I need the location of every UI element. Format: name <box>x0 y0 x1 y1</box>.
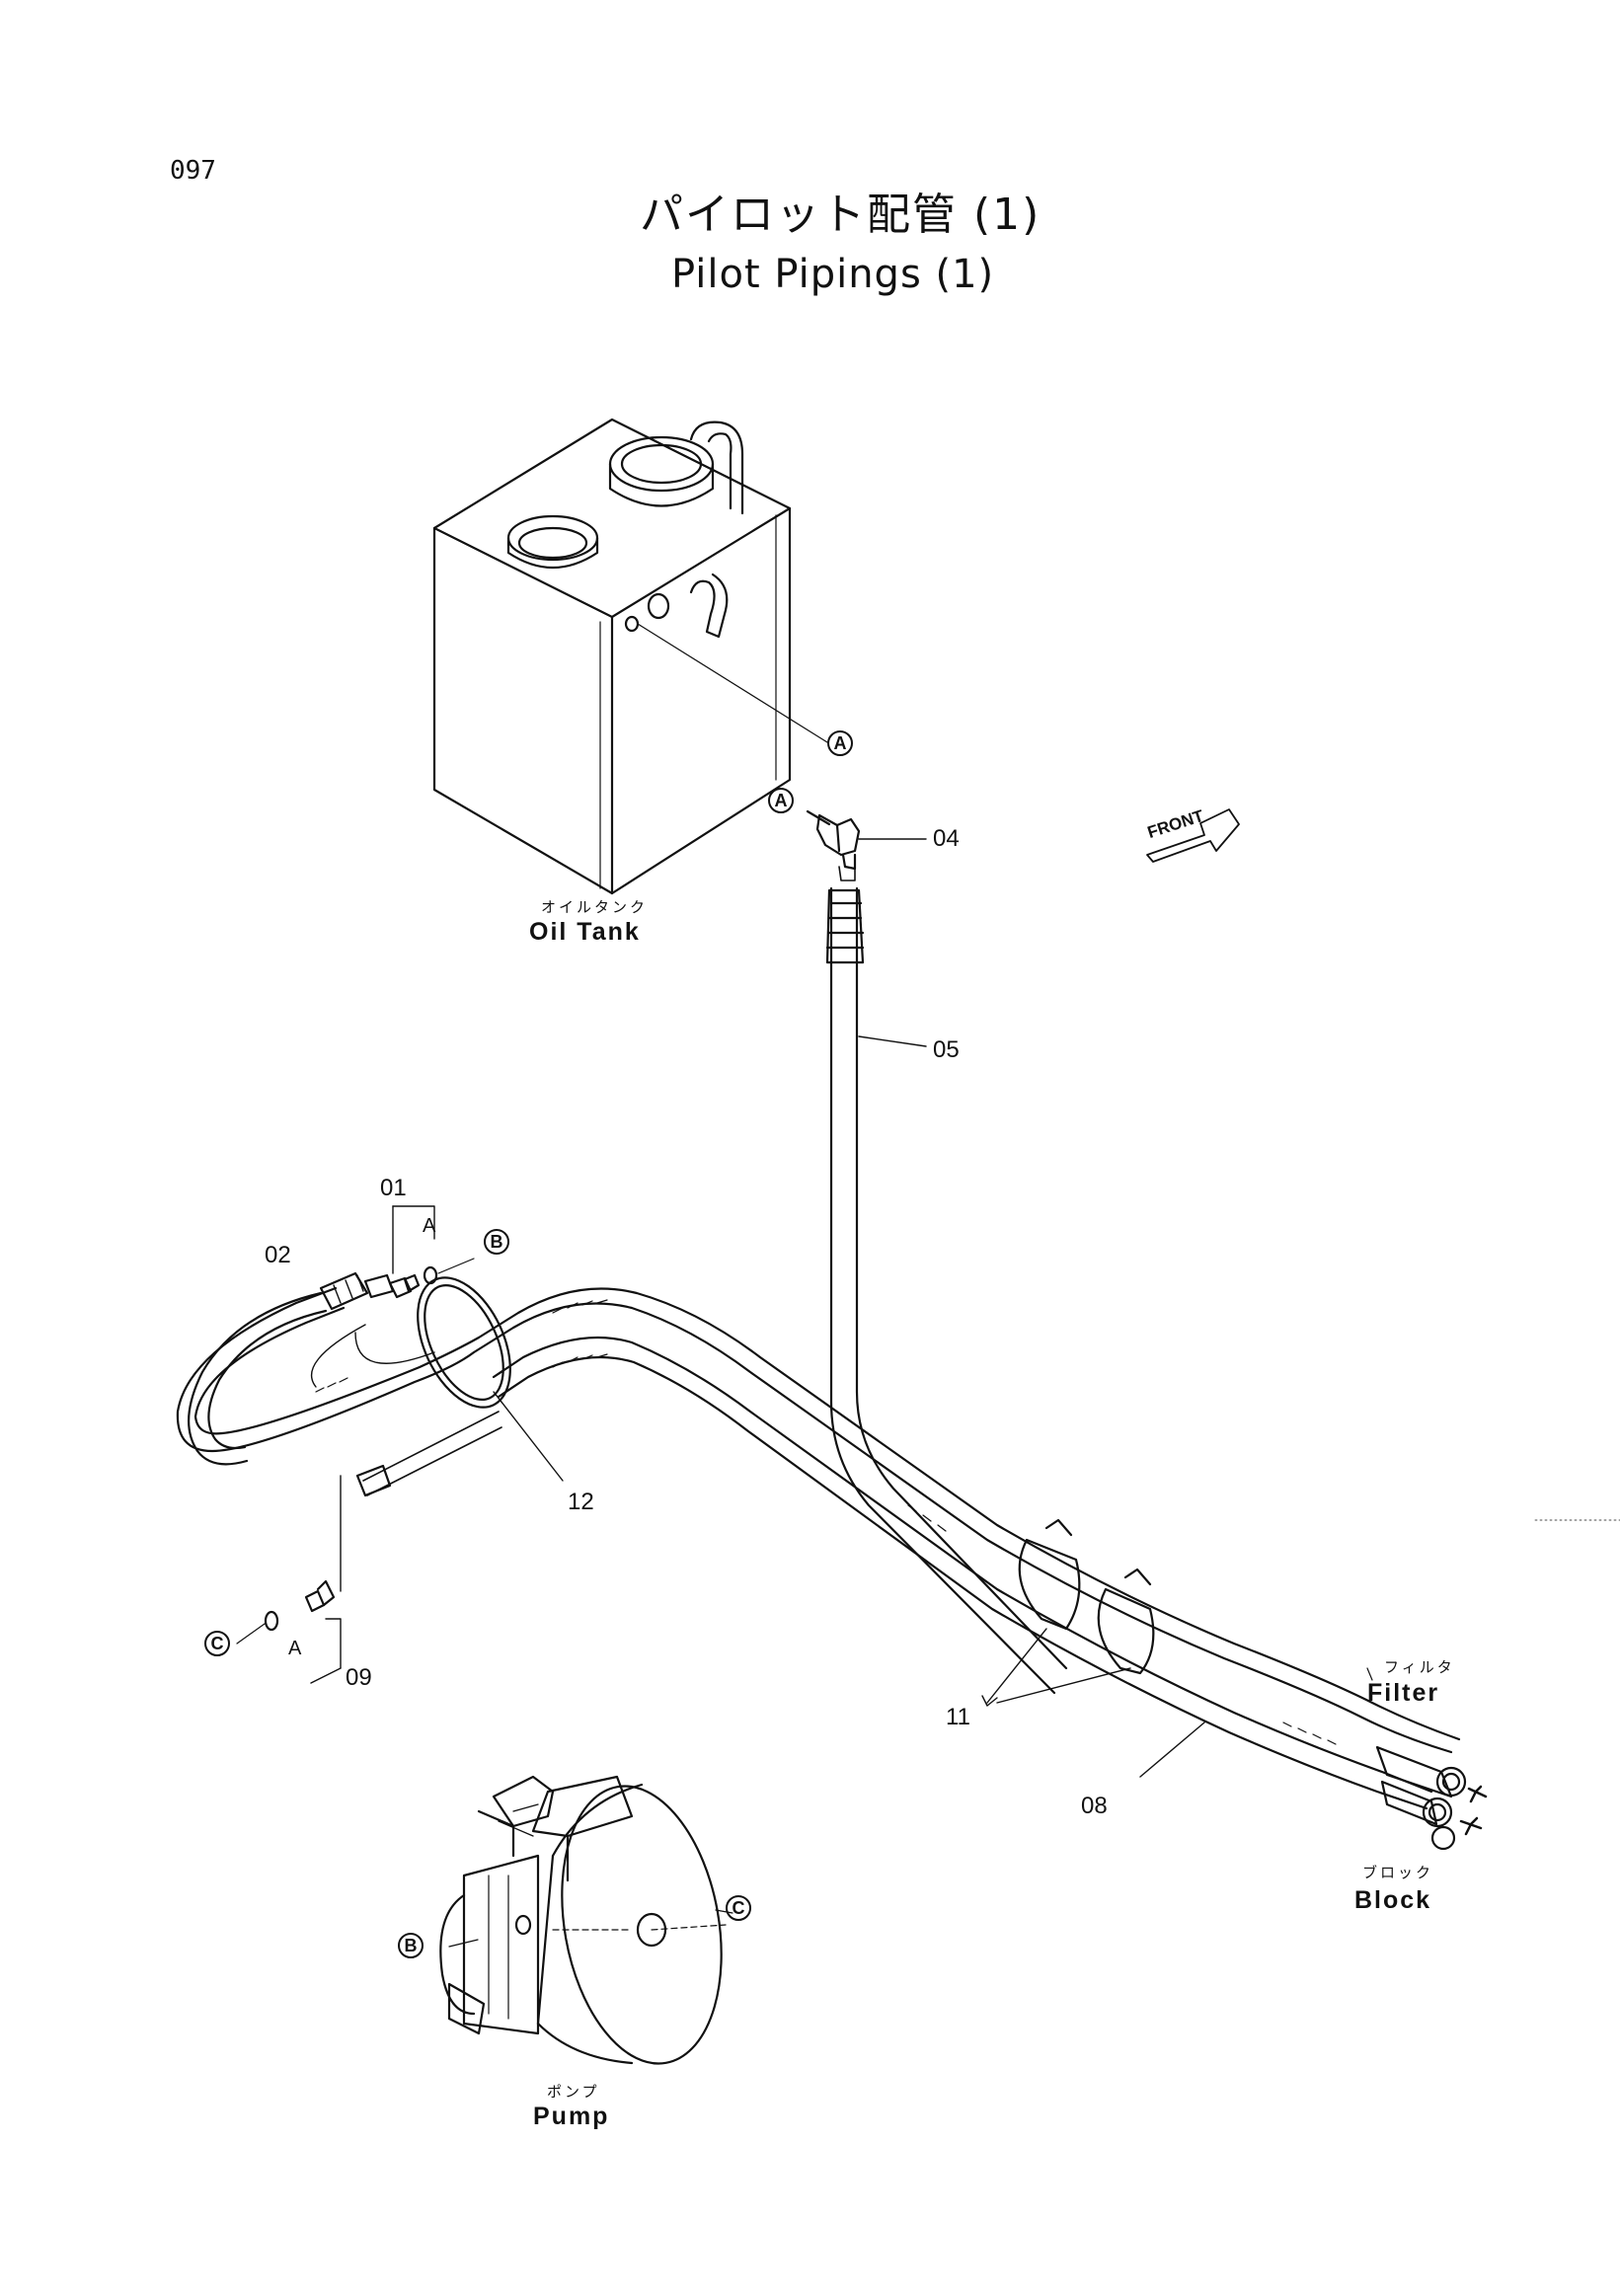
sub-label-a-09: A <box>288 1638 302 1659</box>
part-number-12: 12 <box>568 1489 594 1515</box>
part-number-02: 02 <box>265 1242 291 1268</box>
marker-b-pump: B <box>398 1933 424 1958</box>
part-number-01: 01 <box>380 1175 407 1201</box>
part-number-11: 11 <box>946 1704 970 1730</box>
hose-05 <box>825 886 1068 1695</box>
block-label-ja: ブロック <box>1362 1864 1434 1881</box>
title-japanese: パイロット配管 (1) <box>640 190 1041 240</box>
marker-a-fitting: A <box>768 788 794 813</box>
filter-label-ja: フィルタ <box>1384 1658 1455 1676</box>
oil-tank-label-ja: オイルタンク <box>541 898 649 916</box>
filter-label: Filter <box>1367 1679 1440 1707</box>
front-arrow <box>1146 808 1240 863</box>
block-label: Block <box>1354 1886 1432 1914</box>
marker-a-tank: A <box>827 730 853 756</box>
pump-label-ja: ポンプ <box>547 2083 600 2101</box>
leader-lines <box>1139 1519 1620 1778</box>
part-number-08: 08 <box>1081 1793 1108 1819</box>
part-number-04: 04 <box>933 825 960 852</box>
marker-c-hose: C <box>204 1631 230 1656</box>
sub-label-a-01: A <box>423 1215 436 1237</box>
part-number-09: 09 <box>346 1664 372 1691</box>
hose-bundle-08 <box>176 1286 1488 1851</box>
pump-drawing <box>439 1775 733 2065</box>
pipe-and-fitting-09 <box>236 1411 502 1684</box>
part-number-05: 05 <box>933 1036 960 1063</box>
clamps-11 <box>981 1518 1155 1707</box>
page-number: 097 <box>170 156 216 186</box>
band-12 <box>417 1276 564 1482</box>
hose-02 <box>188 1271 395 1466</box>
pump-label: Pump <box>533 2103 610 2130</box>
oil-tank-label: Oil Tank <box>529 918 641 946</box>
marker-b-hose: B <box>484 1229 509 1255</box>
elbow-fitting-04 <box>806 809 927 881</box>
fitting-01 <box>388 1205 475 1299</box>
oil-tank-drawing <box>432 418 828 895</box>
title-english: Pilot Pipings (1) <box>671 252 995 297</box>
marker-c-pump: C <box>726 1895 751 1921</box>
